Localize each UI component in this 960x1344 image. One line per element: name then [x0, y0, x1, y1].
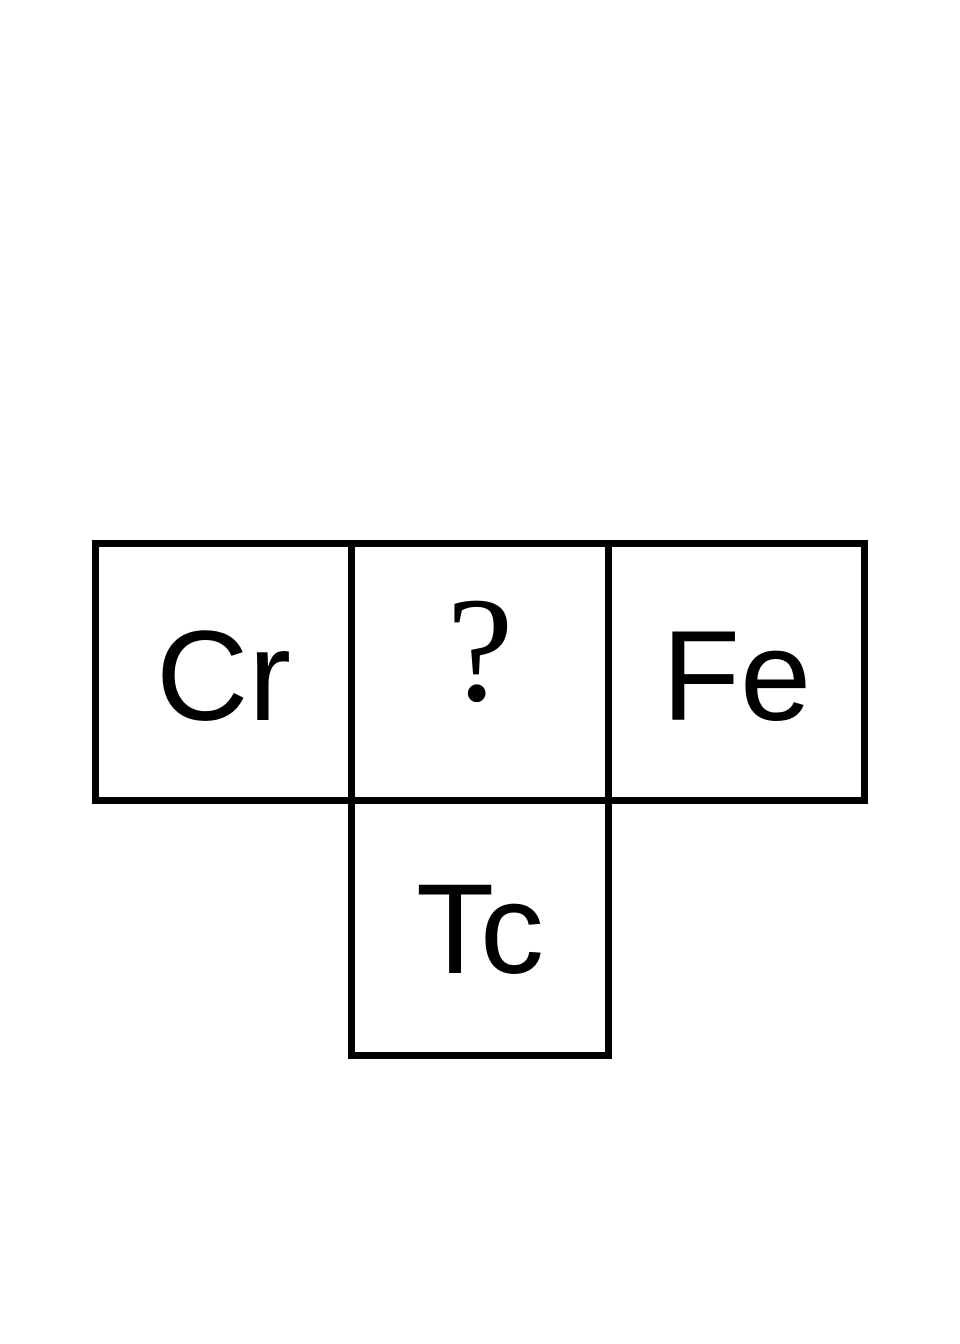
element-cell-left: Cr: [92, 540, 355, 804]
element-cell-below: Tc: [348, 797, 612, 1059]
element-symbol-left: Cr: [155, 605, 292, 748]
element-symbol-right: Fe: [661, 605, 812, 748]
unknown-element-marker: ?: [446, 567, 514, 733]
element-cell-right: Fe: [605, 540, 868, 804]
element-cell-unknown: ?: [348, 540, 612, 804]
element-symbol-below: Tc: [416, 858, 544, 1001]
